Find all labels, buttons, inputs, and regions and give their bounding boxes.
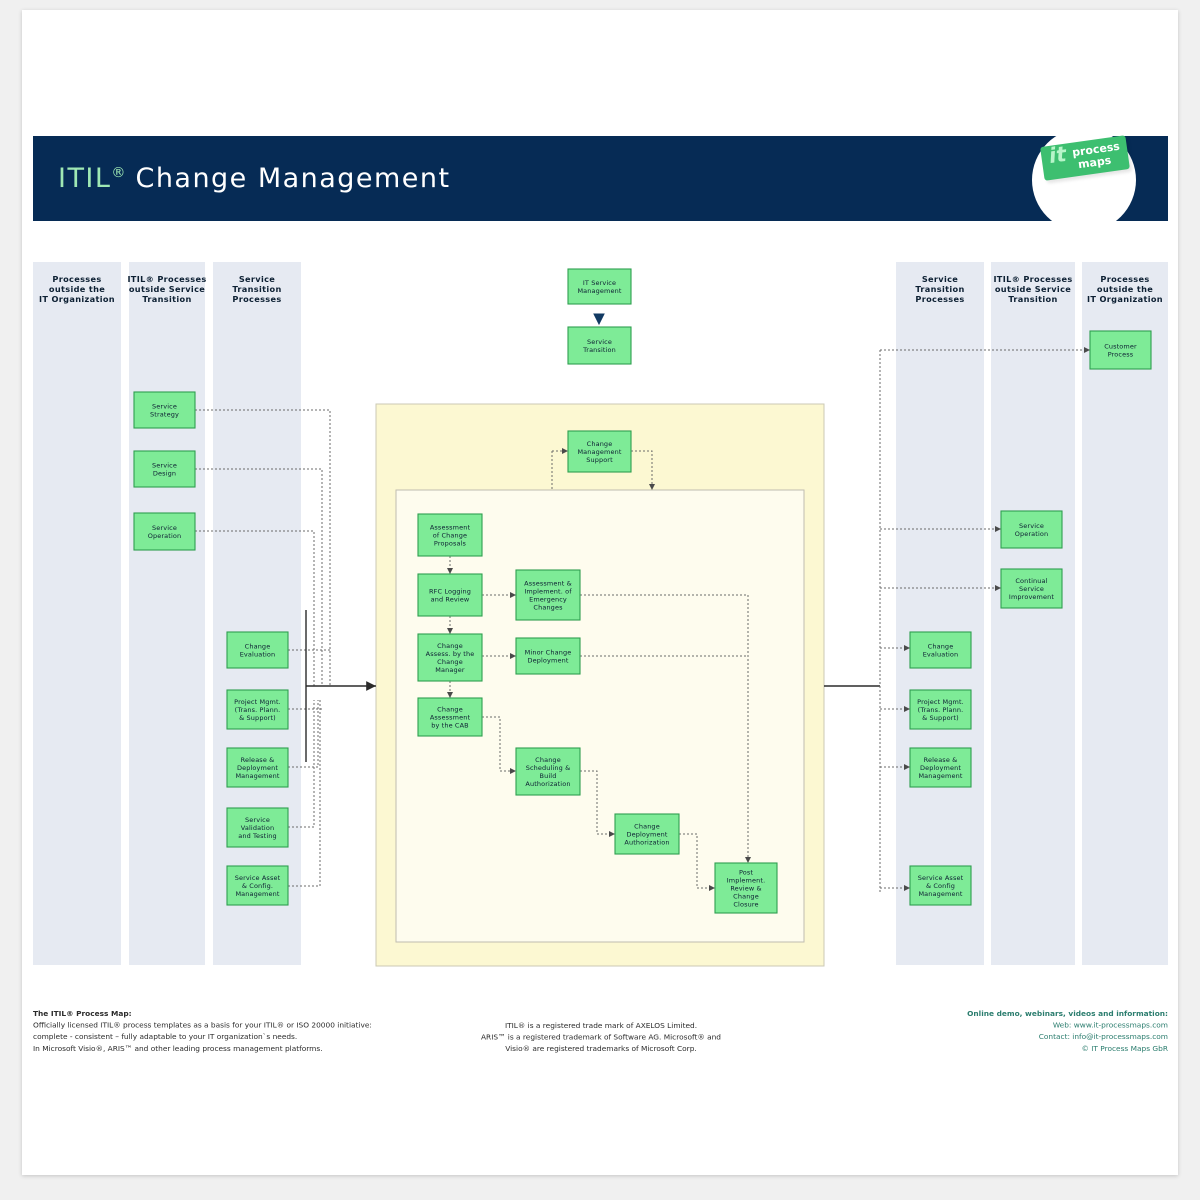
service-asset-config-management-left[interactable]: Service Asset& Config.Management (226, 865, 289, 906)
page-title-itil: ITIL (58, 163, 112, 194)
footer-center-line-3: Visio® are registered trademarks of Micr… (505, 1044, 697, 1053)
footer: The ITIL® Process Map: Officially license… (33, 1009, 1168, 1053)
connector-cms-out (631, 450, 655, 490)
connector-deployment-to-post (679, 833, 715, 891)
project-mgmt-right-label: Project Mgmt.(Trans. Plann.& Support) (917, 698, 964, 722)
footer-left-line-2: Officially licensed ITIL® process templa… (33, 1021, 372, 1030)
footer-right-line-4: © IT Process Maps GbR (1081, 1044, 1168, 1053)
footer-left-line-1: The ITIL® Process Map: (33, 1009, 132, 1018)
project-mgmt-right[interactable]: Project Mgmt.(Trans. Plann.& Support) (909, 689, 972, 730)
triangle-up-icon (593, 313, 605, 326)
footer-center-line-2: ARIS™ is a registered trademark of Softw… (481, 1033, 721, 1042)
connector-cab-to-scheduling (482, 716, 516, 774)
service-asset-config-management-left-label: Service Asset& Config.Management (235, 874, 281, 898)
connector-service-validation-left (288, 700, 315, 828)
footer-center-line-1: ITIL® is a registered trade mark of AXEL… (505, 1021, 697, 1030)
connector-layer (195, 313, 1090, 893)
footer-left-line-3: complete - consistent – fully adaptable … (33, 1032, 297, 1041)
footer-right-line-2: Web: www.it-processmaps.com (1053, 1021, 1168, 1030)
page-title: ITIL® Change Management (58, 163, 451, 194)
page-title-rest: Change Management (135, 163, 451, 194)
title-bar (33, 136, 1168, 221)
project-mgmt-left-label: Project Mgmt.(Trans. Plann.& Support) (234, 698, 281, 722)
connector-release-deployment-left (288, 700, 319, 768)
footer-right-line-1: Online demo, webinars, videos and inform… (967, 1009, 1168, 1018)
registered-mark: ® (111, 165, 126, 181)
connector-scheduling-to-deployment (580, 770, 615, 837)
project-mgmt-left[interactable]: Project Mgmt.(Trans. Plann.& Support) (226, 689, 289, 730)
footer-right-line-3: Contact: info@it-processmaps.com (1039, 1032, 1168, 1041)
connector-service-asset-left (288, 700, 321, 887)
connector-service-strategy (195, 409, 331, 686)
connector-emergency-to-post (580, 594, 751, 863)
footer-left-line-4: In Microsoft Visio®, ARIS™ and other lea… (33, 1044, 323, 1053)
process-pools (375, 403, 825, 967)
